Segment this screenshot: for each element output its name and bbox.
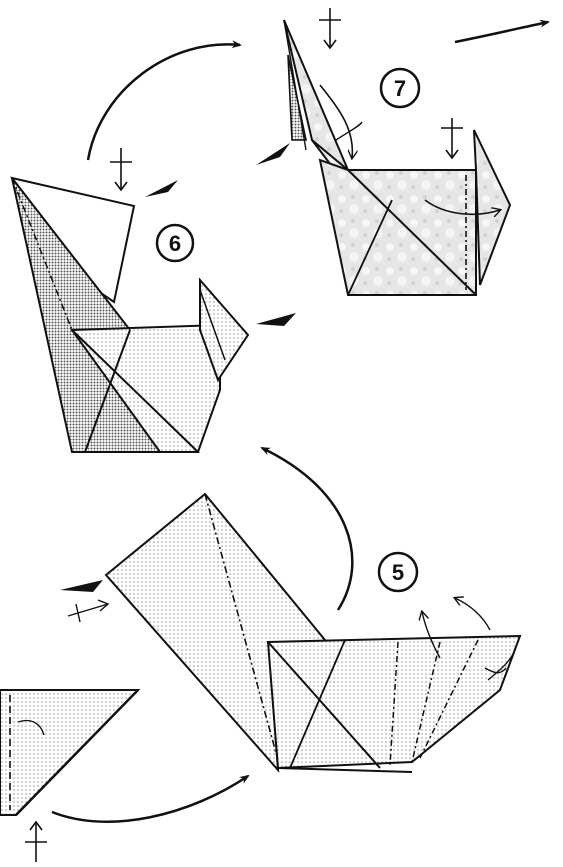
push-arrow-icon [67,599,110,623]
fold-mark-icon [145,180,178,197]
fold-mark-icon [256,313,296,326]
step-7-number-badge [379,67,421,109]
fold-mark-icon [256,143,290,165]
turn-over-symbol [319,8,463,160]
sequence-arrow [51,774,250,823]
step-4-fragment [0,689,141,862]
step-5-figure: 5 [60,492,522,773]
step-6-number-badge [155,223,195,263]
step-7-tail [473,129,512,286]
sequence-arrow [86,40,242,161]
step-7-body [318,158,477,296]
step-5-number-badge [377,551,419,593]
step-6-tail [199,277,250,383]
step-7-figure: 7 [256,8,512,296]
step-7-number: 7 [394,76,406,101]
step-4-paper [0,689,141,816]
sequence-arrow [454,19,550,44]
step-6-lower-band [70,323,221,453]
fold-mark-icon [60,580,103,592]
step-5-number: 5 [392,560,404,585]
step-6-figure: 6 [10,148,296,453]
turn-over-symbol [110,148,132,192]
step-6-number: 6 [169,231,181,256]
sequence-arrow [260,446,354,611]
turn-over-symbol [25,820,47,862]
